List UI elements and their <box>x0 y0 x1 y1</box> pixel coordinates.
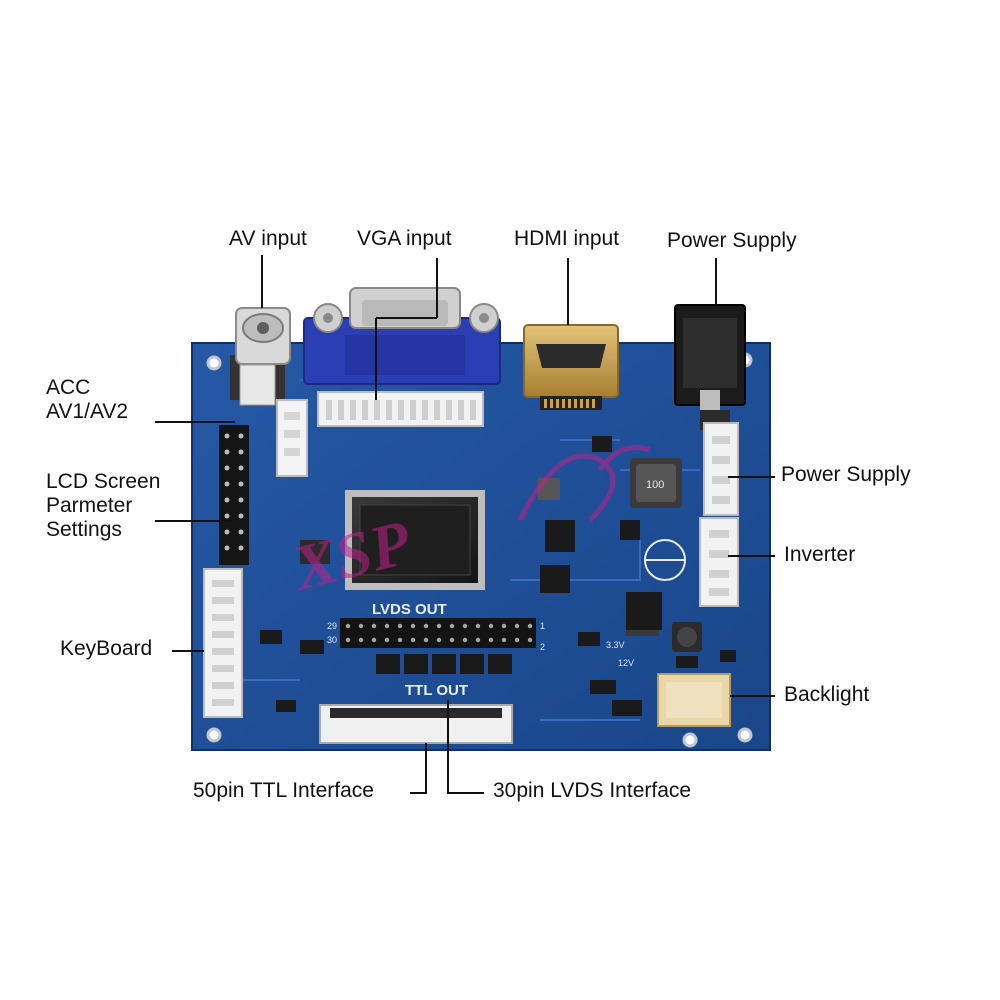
label-hdmi-input: HDMI input <box>514 227 620 250</box>
hdmi-input-connector <box>523 324 619 410</box>
inverter-connector <box>699 517 739 607</box>
vga-header-connector <box>317 391 484 427</box>
resistor-arrays <box>376 654 512 674</box>
vga-input-connector <box>303 287 501 385</box>
vga-input-leader <box>375 258 438 400</box>
pin-1-label: 1 <box>540 621 545 631</box>
label-parmeter: Parmeter <box>46 494 133 517</box>
lcd-settings-pin-header <box>219 425 249 565</box>
label-av1-av2: AV1/AV2 <box>46 400 129 423</box>
label-ttl-interface: 50pin TTL Interface <box>193 779 374 802</box>
label-inverter: Inverter <box>784 543 856 566</box>
label-acc: ACC <box>46 376 91 399</box>
power-supply-connector <box>703 422 739 516</box>
dc-power-jack <box>674 304 746 412</box>
v12-silkscreen: 12V <box>618 658 634 668</box>
label-vga-input: VGA input <box>357 227 452 250</box>
backlight-connector <box>657 673 731 727</box>
label-av-input: AV input <box>229 227 307 250</box>
av-input-connector <box>230 307 291 406</box>
smd-components <box>260 410 736 716</box>
label-lcd-screen: LCD Screen <box>46 470 161 493</box>
v33-silkscreen: 3.3V <box>606 640 625 650</box>
acc-header-connector <box>276 399 308 477</box>
label-backlight: Backlight <box>784 683 870 706</box>
label-power-supply-top: Power Supply <box>667 229 797 252</box>
pin-30-label: 30 <box>327 635 337 645</box>
inductor-label: 100 <box>646 479 664 491</box>
label-power-supply-right: Power Supply <box>781 463 911 486</box>
label-keyboard: KeyBoard <box>60 637 153 660</box>
label-settings: Settings <box>46 518 122 541</box>
pin-29-label: 29 <box>327 621 337 631</box>
power-inductor: 100 <box>630 458 682 508</box>
capacitor-footprint <box>644 539 686 581</box>
ttl-out-silkscreen: TTL OUT <box>405 682 468 699</box>
lvds-interface-leader <box>447 700 484 794</box>
pin-2-label: 2 <box>540 642 545 652</box>
main-processor-chip <box>345 490 485 590</box>
lvds-out-silkscreen: LVDS OUT <box>372 601 447 618</box>
ttl-interface-leader <box>410 743 427 794</box>
leader-lines <box>155 255 775 794</box>
lvds-out-header: LVDS OUT 29 30 1 2 <box>327 601 545 652</box>
round-inductor <box>672 622 702 652</box>
label-lvds-interface: 30pin LVDS Interface <box>493 779 692 802</box>
ttl-out-connector: TTL OUT <box>319 682 513 744</box>
keyboard-connector <box>203 568 243 718</box>
